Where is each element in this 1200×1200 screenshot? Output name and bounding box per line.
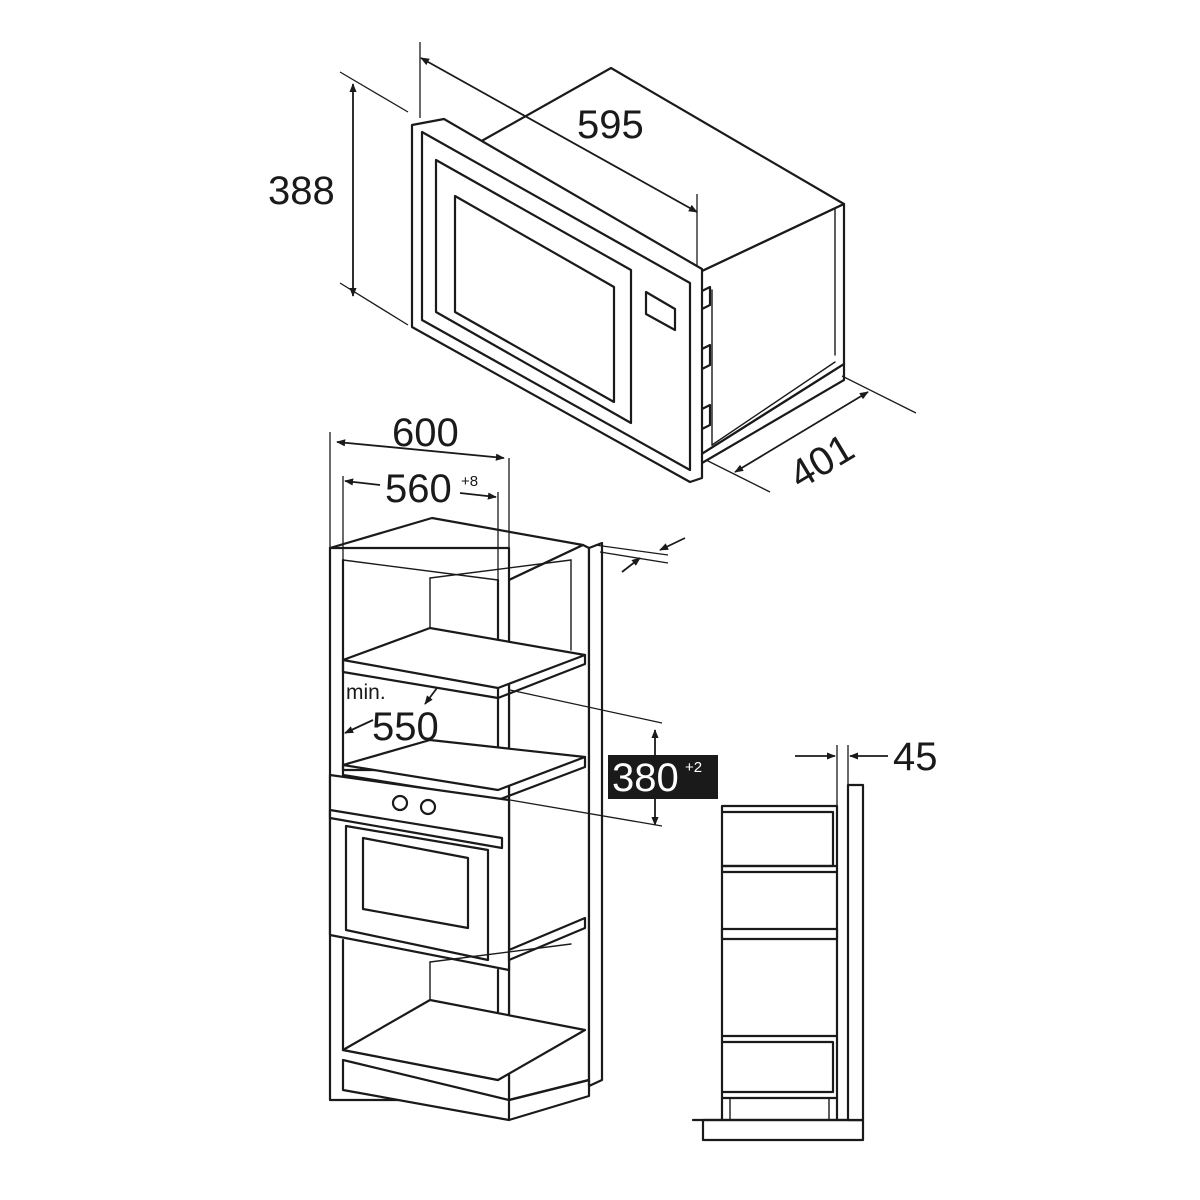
device-height-label: 388 [268,169,335,213]
side-carcass [720,804,839,1122]
oven-front [328,773,511,972]
dimension-600: 600 [329,411,510,580]
mounting-tab [698,343,712,372]
mounting-tab [698,403,712,432]
microwave-front-inner [420,130,692,472]
dimension-min-550: min. 550 [344,681,439,749]
device-width-label: 595 [577,103,644,147]
dimension-560: 560 +8 [342,467,499,580]
panel-clearance-dimension [594,537,686,573]
dimension-595: 595 [419,42,698,265]
floor-line [701,1118,865,1142]
dimension-388: 388 [268,71,409,326]
min-depth-label: 550 [372,705,439,749]
side-section-view [691,745,865,1142]
niche-width-tolerance: +8 [461,473,478,490]
built-in-oven [328,773,511,972]
min-depth-prefix: min. [346,681,386,704]
side-end-panel [846,783,865,1122]
control-display [644,290,677,332]
oven-knob [391,794,409,812]
niche-height-label: 380 [612,756,679,800]
side-shelf [720,927,839,941]
dimension-380: 380 +2 [509,689,718,827]
mounting-tab [698,285,712,312]
niche-height-tolerance: +2 [685,759,702,776]
niche-width-label: 560 [385,467,452,511]
tall-cabinet [328,516,604,1122]
oven-handle-rail [328,808,504,850]
cabinet-width-label: 600 [392,411,459,455]
microwave-door-window [453,194,616,404]
dimension-45: 45 [795,735,938,779]
panel-offset-label: 45 [893,735,938,779]
niche-height-highlight [608,755,718,799]
oven-window [361,836,470,930]
microwave-door-outer [434,158,633,425]
oven-knob [419,798,437,816]
cabinet-bottom-shelf [341,998,587,1082]
oven-door [344,824,490,962]
